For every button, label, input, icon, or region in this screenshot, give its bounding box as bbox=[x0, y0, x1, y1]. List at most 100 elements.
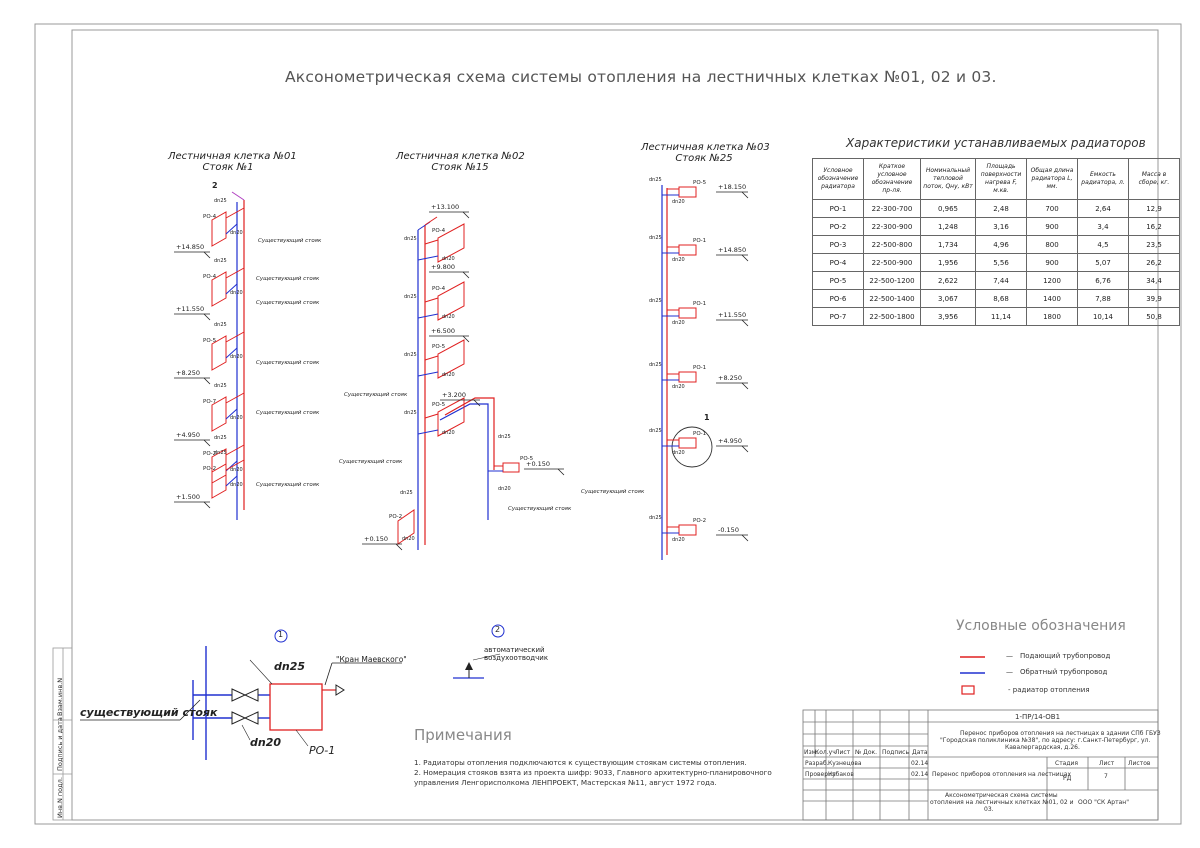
pipe-diameter: dn25 bbox=[214, 450, 227, 456]
level-tick bbox=[462, 211, 470, 219]
pipe-diameter: dn20 bbox=[672, 199, 685, 205]
radiator-label: РО-4 bbox=[432, 228, 446, 234]
radiator bbox=[502, 462, 520, 473]
pipe-diameter: dn20 bbox=[230, 415, 243, 421]
pipe-diameter: dn25 bbox=[404, 410, 417, 416]
stamp-sheet: 7 bbox=[1104, 773, 1108, 780]
stamp-col: Изм. bbox=[804, 749, 819, 756]
note-line: управления Ленгорисполкома ЛЕНПРОЕКТ, Ма… bbox=[414, 778, 717, 787]
drawing-title: Аксонометрическая схема системы отоплени… bbox=[285, 68, 997, 86]
radiator bbox=[211, 463, 227, 499]
radiator-label: РО-1 bbox=[693, 238, 707, 244]
level-mark: +0.150 bbox=[526, 460, 551, 468]
table-cell: 0,965 bbox=[920, 199, 976, 218]
pipe-diameter: dn25 bbox=[214, 258, 227, 264]
existing-riser-label: Существующий стояк bbox=[256, 360, 320, 366]
detail-1-dn25: dn25 bbox=[274, 660, 306, 673]
radiator-label: РО-4 bbox=[432, 286, 446, 292]
level-mark: +11.550 bbox=[176, 305, 205, 313]
detail-2 bbox=[453, 624, 505, 679]
stair-03-radiators bbox=[662, 186, 749, 542]
notes-title: Примечания bbox=[414, 726, 512, 744]
table-cell: 1,956 bbox=[920, 253, 976, 272]
table-cell: 16,2 bbox=[1128, 217, 1180, 236]
level-mark: +14.850 bbox=[718, 246, 747, 254]
radiator-label: РО-7 bbox=[203, 399, 217, 405]
table-cell: 1400 bbox=[1026, 289, 1078, 308]
pipe-diameter: dn25 bbox=[649, 515, 662, 521]
radiator bbox=[211, 271, 227, 307]
supply-branch bbox=[424, 297, 439, 303]
level-tick bbox=[741, 382, 749, 390]
radiator bbox=[437, 281, 465, 321]
stamp-project-2: "Городская поликлиника №38", по адресу: … bbox=[940, 737, 1151, 744]
level-tick bbox=[741, 191, 749, 199]
detail-1 bbox=[80, 629, 402, 760]
level-tick bbox=[203, 313, 211, 321]
level-tick bbox=[462, 335, 470, 343]
supply-branch bbox=[225, 392, 245, 404]
detail-2-marker: 2 bbox=[495, 625, 501, 634]
table-cell: 26,2 bbox=[1128, 253, 1180, 272]
stamp-name: Чубаков bbox=[828, 771, 854, 778]
table-header-cell: Краткое условное обозначение пр-ля. bbox=[863, 158, 921, 200]
table-cell: 4,5 bbox=[1077, 235, 1129, 254]
table-cell: 1,248 bbox=[920, 217, 976, 236]
pipe-diameter: dn20 bbox=[230, 354, 243, 360]
level-tick bbox=[203, 439, 211, 447]
level-mark: +11.550 bbox=[718, 311, 747, 319]
stair-03-riser: Стояк №25 bbox=[675, 153, 733, 164]
table-cell: 22-500-800 bbox=[863, 235, 921, 254]
level-tick bbox=[395, 543, 403, 551]
table-header-cell: Общая длина радиатора L, мм. bbox=[1026, 158, 1078, 200]
radiator-label: РО-1 bbox=[693, 301, 707, 307]
note-line: 2. Номерация стояков взята из проекта ши… bbox=[414, 768, 772, 777]
stair-01-radiators bbox=[174, 207, 245, 509]
return-branch bbox=[225, 347, 238, 359]
table-cell: 39,9 bbox=[1128, 289, 1180, 308]
detail-1-dn20: dn20 bbox=[250, 736, 282, 749]
table-cell: 8,68 bbox=[975, 289, 1027, 308]
existing-riser-label: Существующий стояк bbox=[258, 238, 322, 244]
stair-03-title: Лестничная клетка №03 Стояк №25 bbox=[641, 142, 770, 164]
table-cell: 1800 bbox=[1026, 307, 1078, 326]
stamp-stage: РД bbox=[1063, 775, 1072, 782]
table-cell: 6,76 bbox=[1077, 271, 1129, 290]
radiator-label: РО-4 bbox=[203, 214, 217, 220]
radiator-label: РО-2 bbox=[693, 518, 707, 524]
table-header-cell: Условное обозначение радиатора bbox=[812, 158, 864, 200]
pipe-diameter: dn20 bbox=[672, 537, 685, 543]
level-tick bbox=[741, 319, 749, 327]
pipe-diameter: dn25 bbox=[404, 352, 417, 358]
radiator bbox=[678, 437, 697, 449]
leader-1-label: 1 bbox=[704, 413, 710, 422]
scheme-stair-02 bbox=[417, 216, 495, 550]
table-cell: 22-300-900 bbox=[863, 217, 921, 236]
detail-2-text-1: автоматический bbox=[484, 646, 545, 654]
scheme-stair-01 bbox=[231, 191, 245, 520]
table-cell: 700 bbox=[1026, 199, 1078, 218]
radiator bbox=[397, 509, 415, 545]
pipe-diameter: dn25 bbox=[649, 362, 662, 368]
stamp-project-1: Перенос приборов отопления на лестницах … bbox=[960, 730, 1161, 737]
stamp-sheet-header: Лист bbox=[1099, 760, 1115, 767]
table-cell: РО-4 bbox=[812, 253, 864, 272]
return-branch bbox=[417, 371, 439, 377]
table-cell: РО-1 bbox=[812, 199, 864, 218]
legend-dash: — bbox=[1006, 652, 1013, 660]
pipe-diameter: dn25 bbox=[400, 490, 413, 496]
pipe-diameter: dn20 bbox=[672, 257, 685, 263]
pipe-diameter: dn25 bbox=[214, 198, 227, 204]
detail-2-text-2: воздухоотводчик bbox=[484, 654, 549, 662]
pipe-diameter: dn20 bbox=[442, 430, 455, 436]
stamp-col: Кол.уч bbox=[815, 749, 836, 756]
pipe-diameter: dn20 bbox=[498, 486, 511, 492]
note-line: 1. Радиаторы отопления подключаются к су… bbox=[414, 758, 747, 767]
pipe-diameter: dn20 bbox=[230, 482, 243, 488]
table-cell: 11,14 bbox=[975, 307, 1027, 326]
